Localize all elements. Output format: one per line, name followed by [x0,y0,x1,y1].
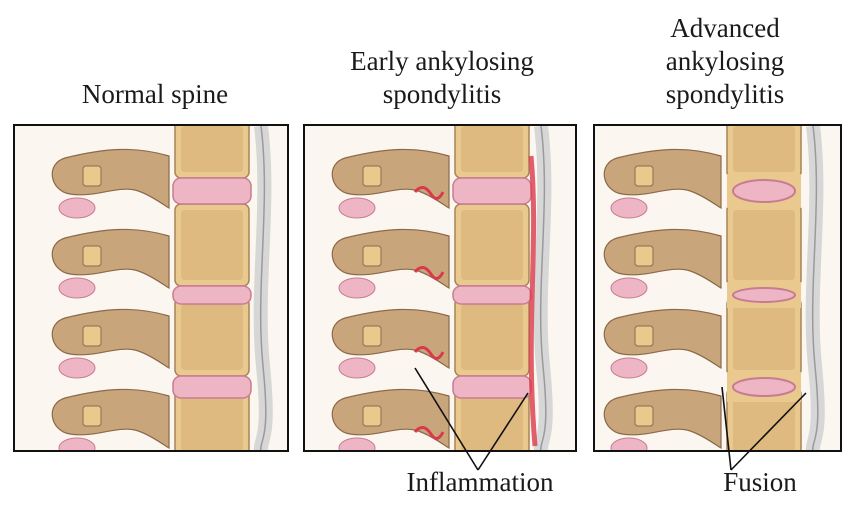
inflammation-leader-left [415,368,478,470]
fusion-leader-right [731,393,806,470]
fusion-leader-left [722,387,731,470]
inflammation-leader-right [478,393,528,470]
label-inflammation: Inflammation [365,466,595,498]
label-fusion: Fusion [705,466,815,498]
